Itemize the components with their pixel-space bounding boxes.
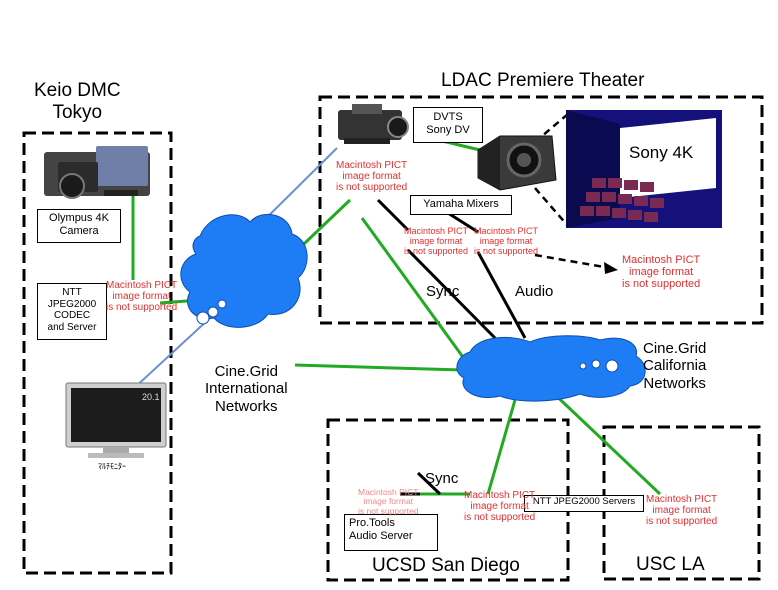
usc-site-title: USC LA	[636, 554, 705, 575]
pict-placeholder-speaker: Macintosh PICT image format is not suppo…	[622, 254, 701, 291]
intl-network-label: Cine.Grid International Networks	[205, 363, 288, 415]
green-link-cal-to-usc	[546, 386, 662, 496]
keio-site-boundary	[22, 131, 173, 575]
monitor-brand-text: 20.1	[142, 392, 160, 402]
pict-placeholder-keio-codec: Macintosh PICT image format is not suppo…	[106, 280, 178, 313]
black-mixer-tick-1	[376, 198, 410, 232]
pict-placeholder-audio: Macintosh PICT image format is not suppo…	[474, 226, 539, 256]
theater-screen	[566, 110, 722, 228]
ucsd-site-title: UCSD San Diego	[372, 555, 520, 576]
olympus-label: Olympus 4K Camera	[37, 209, 121, 243]
ntt-servers-label: NTT JPEG2000 Servers	[524, 495, 644, 512]
pict-placeholder-sync: Macintosh PICT image format is not suppo…	[404, 226, 469, 256]
protools-label: Pro.Tools Audio Server	[344, 514, 438, 551]
ldac-site-boundary	[318, 95, 764, 325]
dvts-label: DVTS Sony DV	[413, 107, 483, 143]
california-network-label: Cine.Grid California Networks	[643, 340, 707, 392]
audio-arrow-line	[534, 253, 611, 270]
projection-line-bottom	[534, 187, 569, 227]
ucsd-site-boundary	[326, 418, 570, 582]
ntt-codec-label: NTT JPEG2000 CODEC and Server	[37, 283, 107, 340]
yamaha-label: Yamaha Mixers	[410, 195, 512, 215]
usc-site-boundary	[602, 425, 761, 581]
keio-site-title: Keio DMC Tokyo	[34, 80, 121, 123]
sony-4k-label: Sony 4K	[629, 143, 694, 162]
black-sync-line	[406, 248, 497, 340]
blue-link-monitor-to-intl	[131, 317, 211, 391]
cinegrid-california-cloud	[456, 335, 646, 402]
audio-label: Audio	[515, 283, 554, 300]
monitor-caption: ﾏﾙﾁﾓﾆﾀｰ	[98, 462, 126, 471]
pict-placeholder-ucsd-audio: Macintosh PICT image format is not suppo…	[358, 487, 419, 516]
pict-placeholder-ucsd-server: Macintosh PICT image format is not suppo…	[464, 490, 536, 523]
sync-label-bottom: Sync	[425, 470, 459, 487]
sync-label-top: Sync	[426, 283, 460, 300]
pict-placeholder-ldac-mixer: Macintosh PICT image format is not suppo…	[336, 160, 408, 193]
audio-arrow-head	[604, 262, 618, 274]
green-link-intl-to-cal	[294, 363, 463, 372]
cinegrid-international-cloud	[180, 213, 308, 328]
green-link-ldac-to-cal	[360, 217, 470, 365]
monitor-icon	[65, 382, 167, 458]
sony-4k-projector-icon	[477, 135, 557, 191]
ldac-site-title: LDAC Premiere Theater	[441, 70, 645, 91]
projection-line-top	[534, 113, 569, 143]
green-link-cal-to-ucsd	[486, 399, 517, 495]
pict-placeholder-usc-server: Macintosh PICT image format is not suppo…	[646, 494, 718, 527]
black-audio-line	[476, 251, 527, 339]
dvts-camera-icon	[338, 104, 409, 144]
olympus-4k-camera-icon	[44, 146, 150, 199]
black-bottom-sync	[416, 471, 442, 496]
